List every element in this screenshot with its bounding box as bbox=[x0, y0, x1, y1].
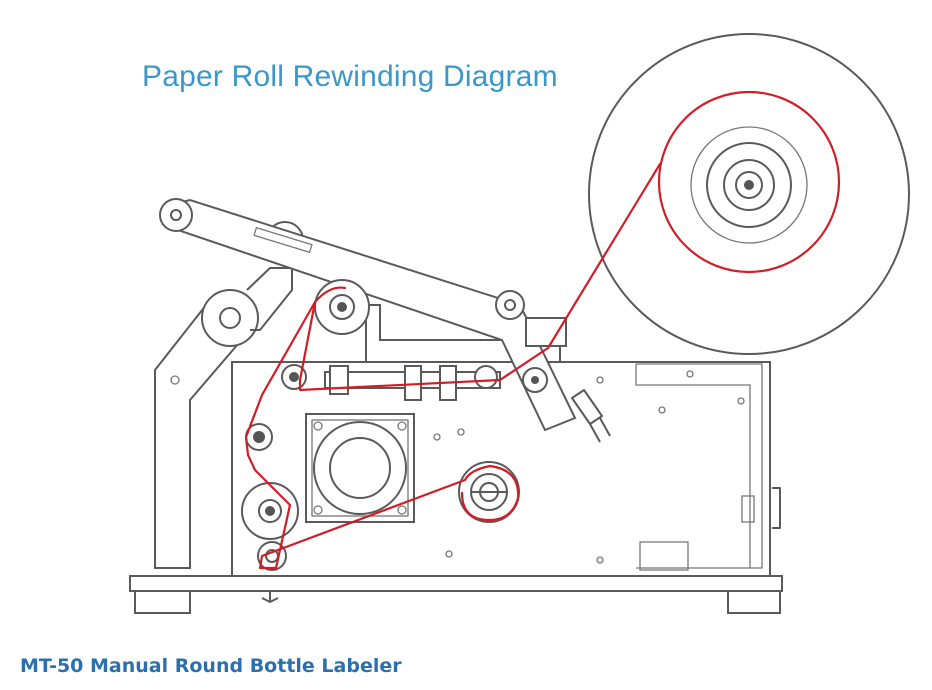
diagram-title: Paper Roll Rewinding Diagram bbox=[142, 60, 558, 93]
motor-housing bbox=[305, 413, 415, 523]
paper-web-path bbox=[244, 90, 841, 570]
rocker-arm bbox=[159, 198, 611, 443]
machine-base bbox=[129, 575, 783, 614]
rewind-spindle bbox=[458, 461, 520, 523]
lower-roller bbox=[241, 482, 299, 540]
product-caption: MT-50 Manual Round Bottle Labeler bbox=[20, 655, 402, 677]
supply-paper-roll bbox=[588, 33, 910, 355]
label-guide-bar bbox=[324, 365, 548, 401]
